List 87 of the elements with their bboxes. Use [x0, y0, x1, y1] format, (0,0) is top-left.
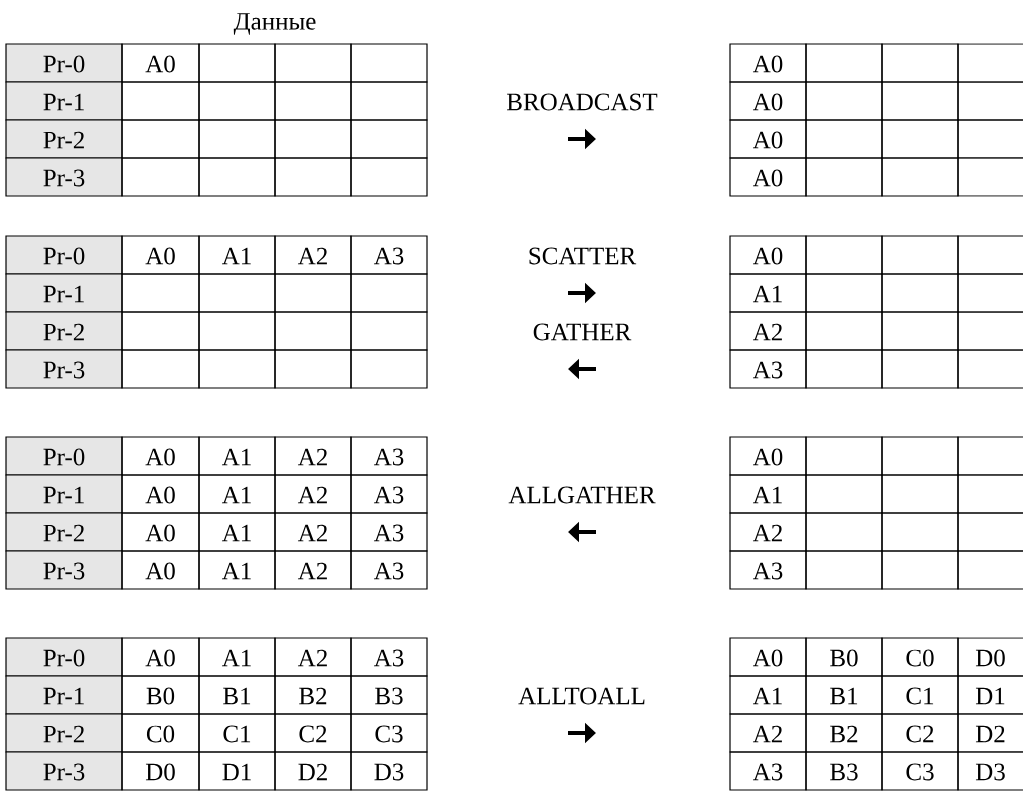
row-header-cell: Pr-2: [5, 311, 123, 351]
table-cell: A0: [729, 436, 807, 476]
table-cell: A3: [350, 474, 428, 514]
row-header-cell: Pr-0: [5, 637, 123, 677]
table-cell: D3: [957, 751, 1023, 791]
table-cell: A3: [350, 235, 428, 275]
table-cell: C2: [881, 713, 959, 753]
table-cell: B3: [350, 675, 428, 715]
table-cell: A0: [729, 119, 807, 159]
table-cell: A0: [729, 43, 807, 83]
row-header-cell: Pr-1: [5, 273, 123, 313]
table-cell: B2: [274, 675, 352, 715]
table-cell: A1: [729, 273, 807, 313]
row-header-cell: Pr-0: [5, 436, 123, 476]
table-cell: A3: [350, 512, 428, 552]
row-header-cell: Pr-3: [5, 550, 123, 590]
operation-name: BROADCAST: [507, 93, 658, 111]
table-cell: A2: [274, 235, 352, 275]
operation-name: SCATTER: [529, 247, 637, 265]
table-cell: A2: [274, 550, 352, 590]
table-cell: C3: [350, 713, 428, 753]
table-cell: A1: [198, 474, 276, 514]
table-cell: A0: [121, 43, 200, 83]
table-cell: D3: [350, 751, 428, 791]
table-cell: A0: [729, 235, 807, 275]
table-cell: A0: [729, 81, 807, 121]
table-cell: A3: [350, 637, 428, 677]
table-cell: D2: [957, 713, 1023, 753]
row-header-cell: Pr-1: [5, 81, 123, 121]
table-cell: D1: [957, 675, 1023, 715]
table-cell: D0: [121, 751, 200, 791]
table-cell: C1: [881, 675, 959, 715]
table-cell: D2: [274, 751, 352, 791]
table-cell: B3: [805, 751, 883, 791]
table-cell: A3: [729, 349, 807, 389]
table-cell: A1: [198, 512, 276, 552]
table-cell: A1: [729, 474, 807, 514]
row-header-cell: Pr-3: [5, 349, 123, 389]
row-header-cell: Pr-0: [5, 235, 123, 275]
table-cell: A2: [274, 474, 352, 514]
table-cell: A1: [198, 550, 276, 590]
table-cell: A2: [729, 512, 807, 552]
table-cell: A0: [729, 157, 807, 197]
table-cell: A2: [729, 311, 807, 351]
table-cell: A0: [729, 637, 807, 677]
table-cell: C2: [274, 713, 352, 753]
row-header-cell: Pr-3: [5, 751, 123, 791]
row-header-cell: Pr-2: [5, 713, 123, 753]
operation-name: ALLTOALL: [518, 687, 645, 705]
table-cell: A0: [121, 512, 200, 552]
table-cell: A0: [121, 436, 200, 476]
table-cell: A1: [198, 637, 276, 677]
table-cell: C3: [881, 751, 959, 791]
row-header-cell: Pr-0: [5, 43, 123, 83]
table-cell: B1: [198, 675, 276, 715]
table-cell: C0: [121, 713, 200, 753]
table-cell: A1: [198, 235, 276, 275]
table-cell: D1: [198, 751, 276, 791]
table-cell: A3: [350, 436, 428, 476]
table-cell: A2: [274, 637, 352, 677]
table-cell: A2: [729, 713, 807, 753]
table-cell: D0: [957, 637, 1023, 677]
row-header-cell: Pr-2: [5, 119, 123, 159]
table-cell: A1: [729, 675, 807, 715]
table-cell: B2: [805, 713, 883, 753]
row-header-cell: Pr-3: [5, 157, 123, 197]
table-cell: B0: [805, 637, 883, 677]
row-header-cell: Pr-2: [5, 512, 123, 552]
table-cell: B1: [805, 675, 883, 715]
table-cell: A3: [350, 550, 428, 590]
table-cell: A1: [198, 436, 276, 476]
table-cell: A2: [274, 436, 352, 476]
table-cell: A2: [274, 512, 352, 552]
table-cell: A0: [121, 474, 200, 514]
table-cell: C1: [198, 713, 276, 753]
table-cell: A0: [121, 637, 200, 677]
table-cell: A0: [121, 550, 200, 590]
operation-name: GATHER: [533, 323, 632, 341]
heading: Данные: [233, 13, 316, 35]
table-cell: A3: [729, 751, 807, 791]
table-cell: A3: [729, 550, 807, 590]
row-header-cell: Pr-1: [5, 675, 123, 715]
table-cell: B0: [121, 675, 200, 715]
operation-name: ALLGATHER: [508, 486, 656, 504]
table-cell: A0: [121, 235, 200, 275]
row-header-cell: Pr-1: [5, 474, 123, 514]
table-cell: C0: [881, 637, 959, 677]
